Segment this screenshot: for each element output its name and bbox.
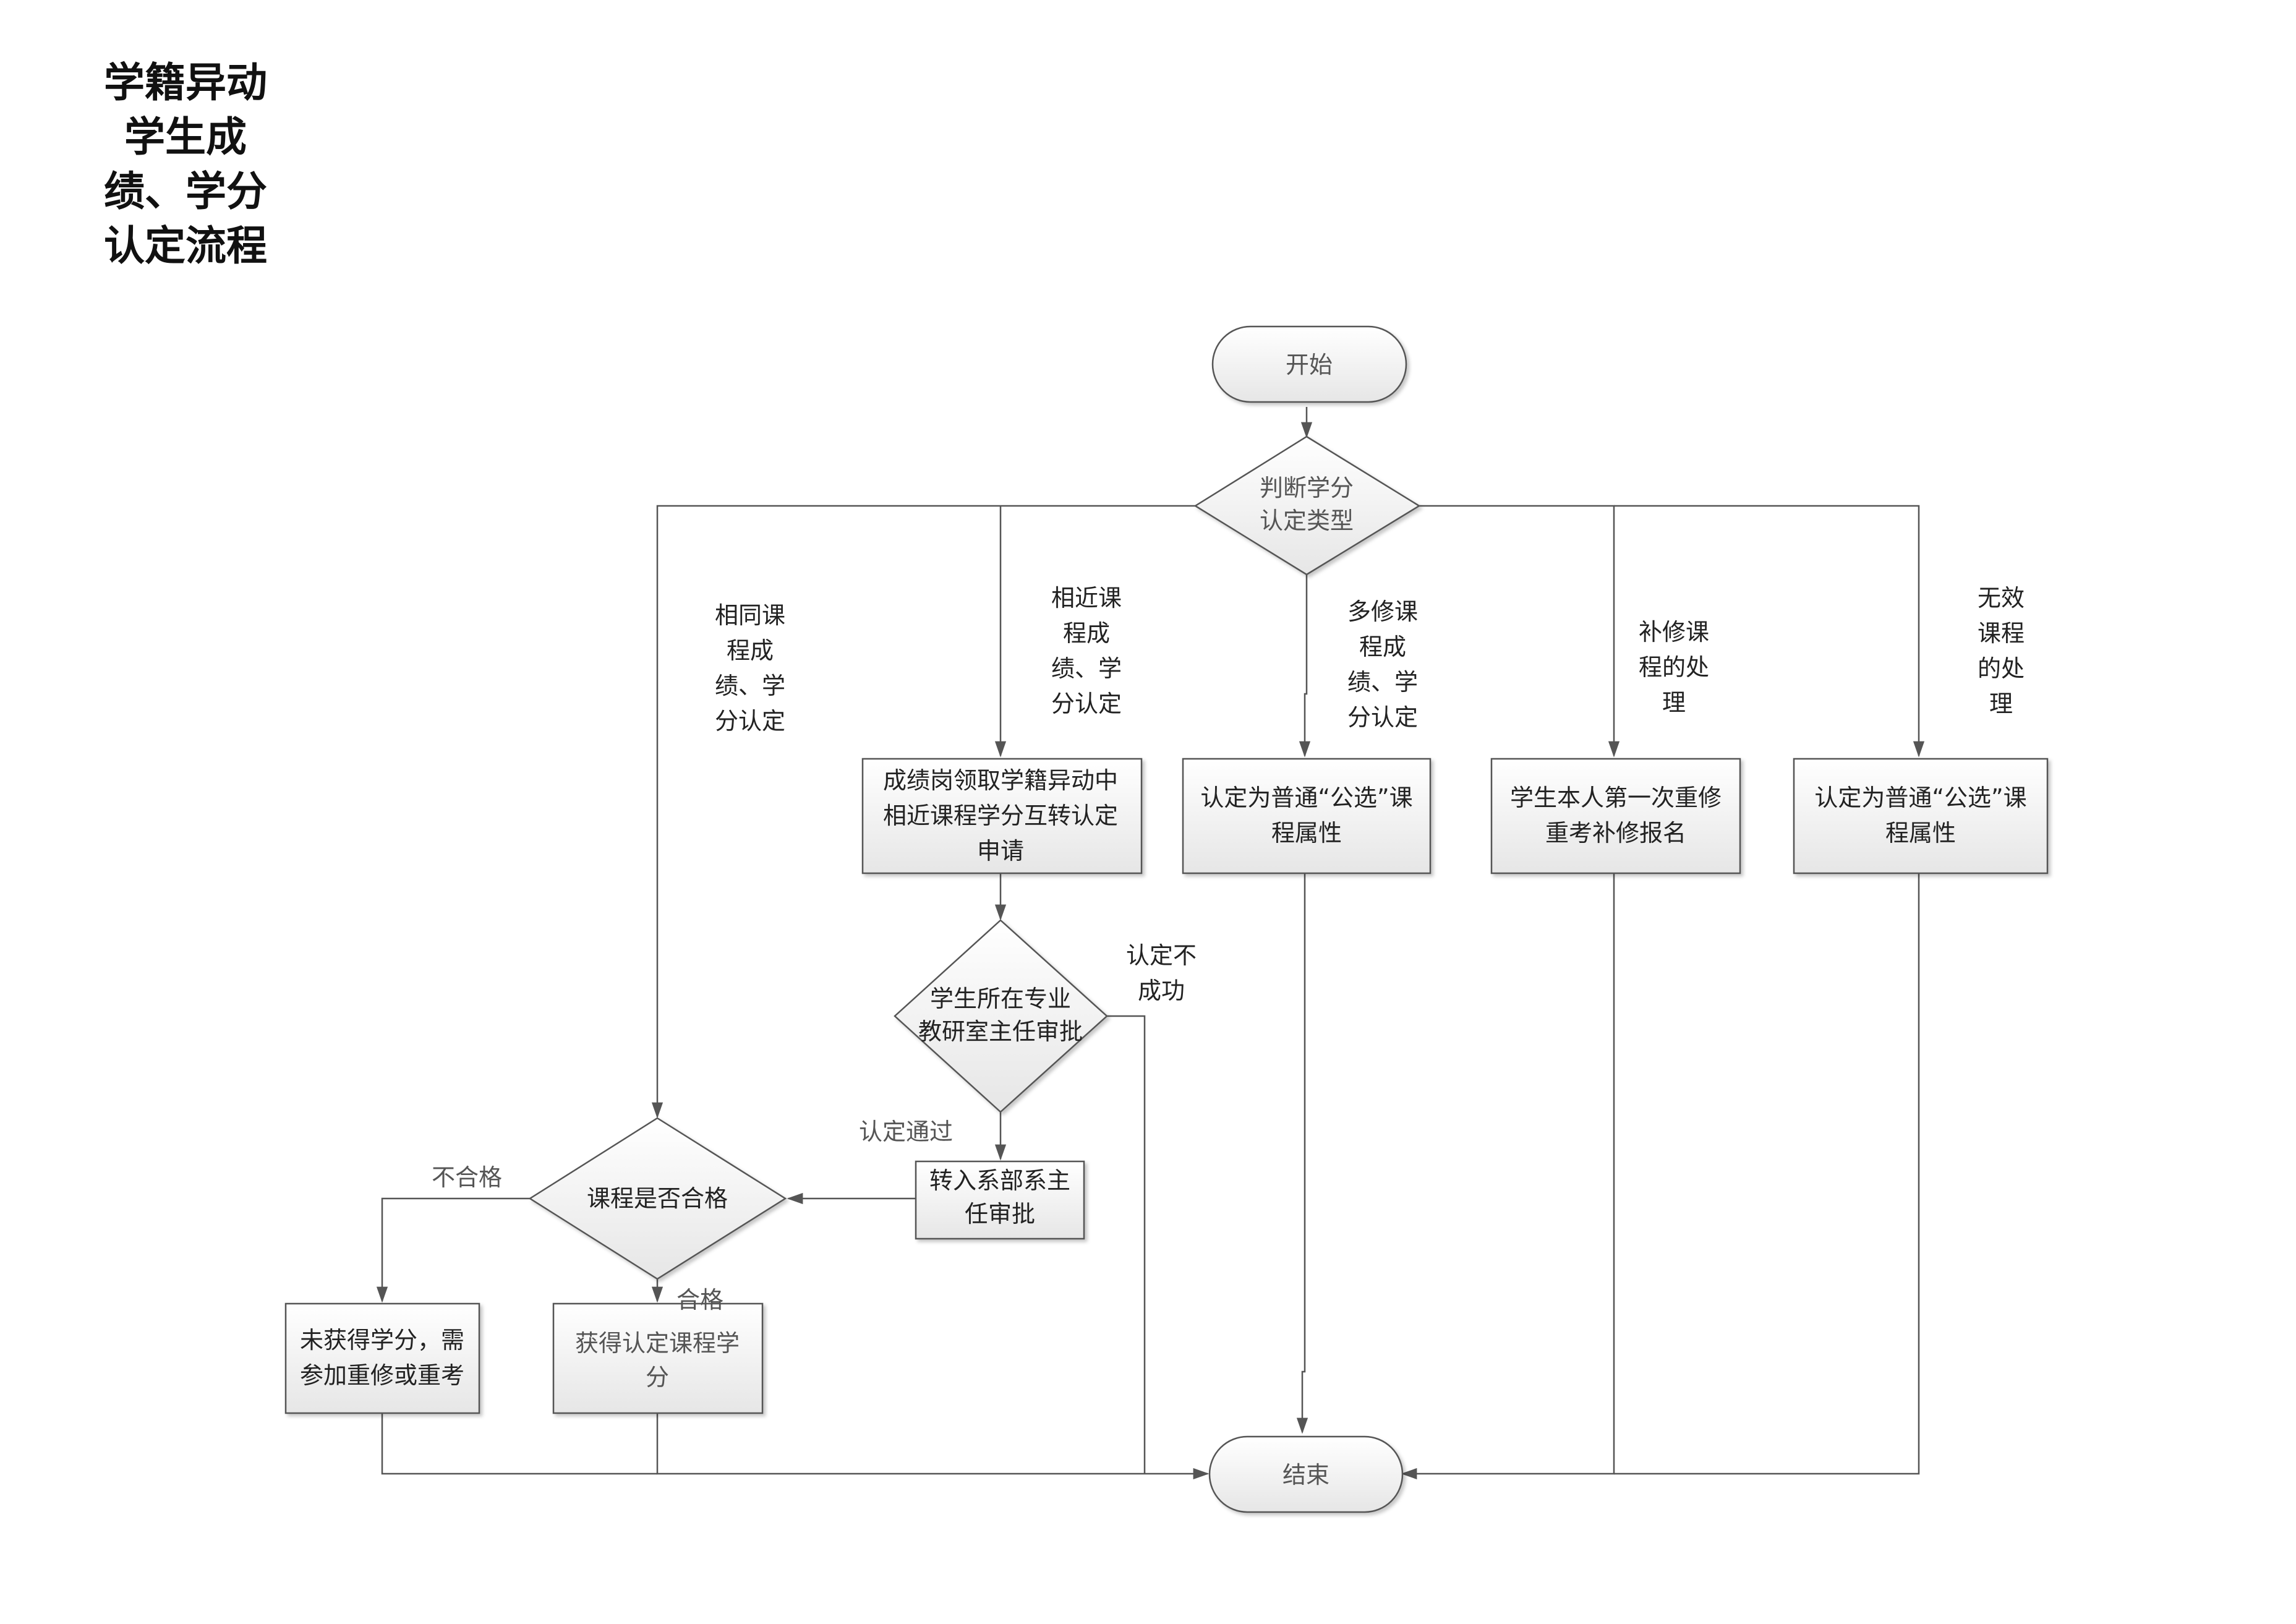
invalid-label-1: 无效 — [1978, 584, 2025, 612]
edge-director-notsuccess — [1107, 1015, 1146, 1474]
edge-pass-end — [656, 1413, 1210, 1480]
node-dept: 转入系部系主 任审批 — [915, 1160, 1085, 1240]
pass-label-1: 获得认定课程学 — [575, 1330, 740, 1357]
multi-label-2: 程成 — [1359, 633, 1406, 660]
edge-elective1-end — [1296, 873, 1308, 1434]
retake-label-2: 重考补修报名 — [1545, 819, 1686, 847]
pass-label-2: 分 — [646, 1364, 669, 1391]
judge-label-1: 判断学分 — [1260, 474, 1354, 502]
similar-label-3: 绩、学 — [1051, 655, 1122, 682]
director-label-1: 学生所在专业 — [930, 985, 1071, 1012]
invalid-label-4: 理 — [1989, 690, 2013, 717]
edge-qualified-fail — [376, 1197, 530, 1303]
label-invalid: 无效 课程 的处 理 — [1978, 584, 2025, 717]
title-line-4: 认定流程 — [104, 222, 267, 270]
elective1-label-2: 程属性 — [1271, 819, 1342, 847]
same-label-2: 程成 — [727, 637, 774, 664]
fail-label-2: 参加重修或重考 — [300, 1362, 464, 1389]
label-qualified: 合格 — [676, 1286, 723, 1314]
not-success-label-1: 认定不 — [1126, 942, 1197, 969]
dept-label-2: 任审批 — [965, 1200, 1035, 1228]
node-judge: 判断学分 认定类型 — [1193, 435, 1421, 576]
edge-invalid-branch — [1614, 505, 1925, 758]
edge-retake-end — [1401, 873, 1615, 1480]
retake-branch-label-3: 理 — [1662, 689, 1686, 716]
node-elective-2: 认定为普通“公选”课 程属性 — [1793, 758, 2049, 874]
same-label-3: 绩、学 — [715, 672, 785, 699]
edge-multi-branch — [1299, 572, 1311, 758]
node-end: 结束 — [1208, 1435, 1404, 1513]
node-start: 开始 — [1211, 325, 1407, 403]
similar-label-1: 相近课 — [1051, 584, 1122, 612]
elective2-label-2: 程属性 — [1885, 819, 1956, 847]
start-label: 开始 — [1286, 351, 1333, 378]
node-pass-result: 获得认定课程学 分 — [552, 1302, 764, 1414]
label-multi: 多修课 程成 绩、学 分认定 — [1347, 598, 1418, 731]
title-line-3: 绩、学分 — [104, 168, 267, 215]
apply-label-3: 申请 — [977, 837, 1024, 865]
invalid-label-3: 的处 — [1978, 655, 2025, 682]
similar-label-4: 分认定 — [1051, 690, 1122, 717]
label-approved: 认定通过 — [859, 1118, 953, 1145]
edge-elective2-end — [1614, 873, 1920, 1475]
similar-label-2: 程成 — [1063, 620, 1110, 647]
node-qualified: 课程是否合格 — [528, 1117, 787, 1280]
multi-label-4: 分认定 — [1347, 704, 1418, 731]
end-label: 结束 — [1282, 1461, 1329, 1489]
node-elective-1: 认定为普通“公选”课 程属性 — [1182, 758, 1432, 874]
edge-fail-end — [381, 1413, 657, 1475]
apply-label-1: 成绩岗领取学籍异动中 — [883, 767, 1118, 794]
same-label-1: 相同课 — [715, 602, 785, 629]
edges — [376, 407, 1925, 1480]
director-label-2: 教研室主任审批 — [918, 1018, 1083, 1045]
node-fail-result: 未获得学分，需 参加重修或重考 — [284, 1302, 480, 1414]
elective2-label-1: 认定为普通“公选”课 — [1814, 784, 2026, 811]
label-not-success: 认定不 成功 — [1126, 942, 1197, 1004]
label-not-qualified: 不合格 — [432, 1164, 502, 1191]
fail-label-1: 未获得学分，需 — [300, 1327, 464, 1354]
dept-label-1: 转入系部系主 — [929, 1167, 1070, 1194]
retake-label-1: 学生本人第一次重修 — [1510, 784, 1722, 811]
judge-label-2: 认定类型 — [1260, 507, 1354, 534]
node-director: 学生所在专业 教研室主任审批 — [894, 919, 1108, 1113]
title-line-2: 学生成 — [124, 113, 247, 161]
node-retake: 学生本人第一次重修 重考补修报名 — [1490, 758, 1741, 874]
label-similar: 相近课 程成 绩、学 分认定 — [1051, 584, 1122, 717]
label-retake: 补修课 程的处 理 — [1639, 618, 1709, 716]
title-line-1: 学籍异动 — [104, 59, 267, 106]
label-same: 相同课 程成 绩、学 分认定 — [715, 602, 785, 735]
edge-retake-branch — [1419, 505, 1620, 758]
retake-branch-label-1: 补修课 — [1639, 618, 1709, 646]
invalid-label-2: 课程 — [1978, 620, 2025, 647]
apply-label-2: 相近课程学分互转认定 — [883, 802, 1118, 829]
same-label-4: 分认定 — [715, 707, 785, 735]
edge-same-branch — [651, 505, 1195, 1119]
multi-label-1: 多修课 — [1347, 598, 1418, 625]
qualified-label: 课程是否合格 — [587, 1185, 728, 1212]
multi-label-3: 绩、学 — [1347, 669, 1418, 696]
retake-branch-label-2: 程的处 — [1639, 654, 1709, 681]
node-apply: 成绩岗领取学籍异动中 相近课程学分互转认定 申请 — [861, 758, 1143, 874]
not-success-label-2: 成功 — [1138, 977, 1185, 1004]
elective1-label-1: 认定为普通“公选”课 — [1200, 784, 1412, 811]
